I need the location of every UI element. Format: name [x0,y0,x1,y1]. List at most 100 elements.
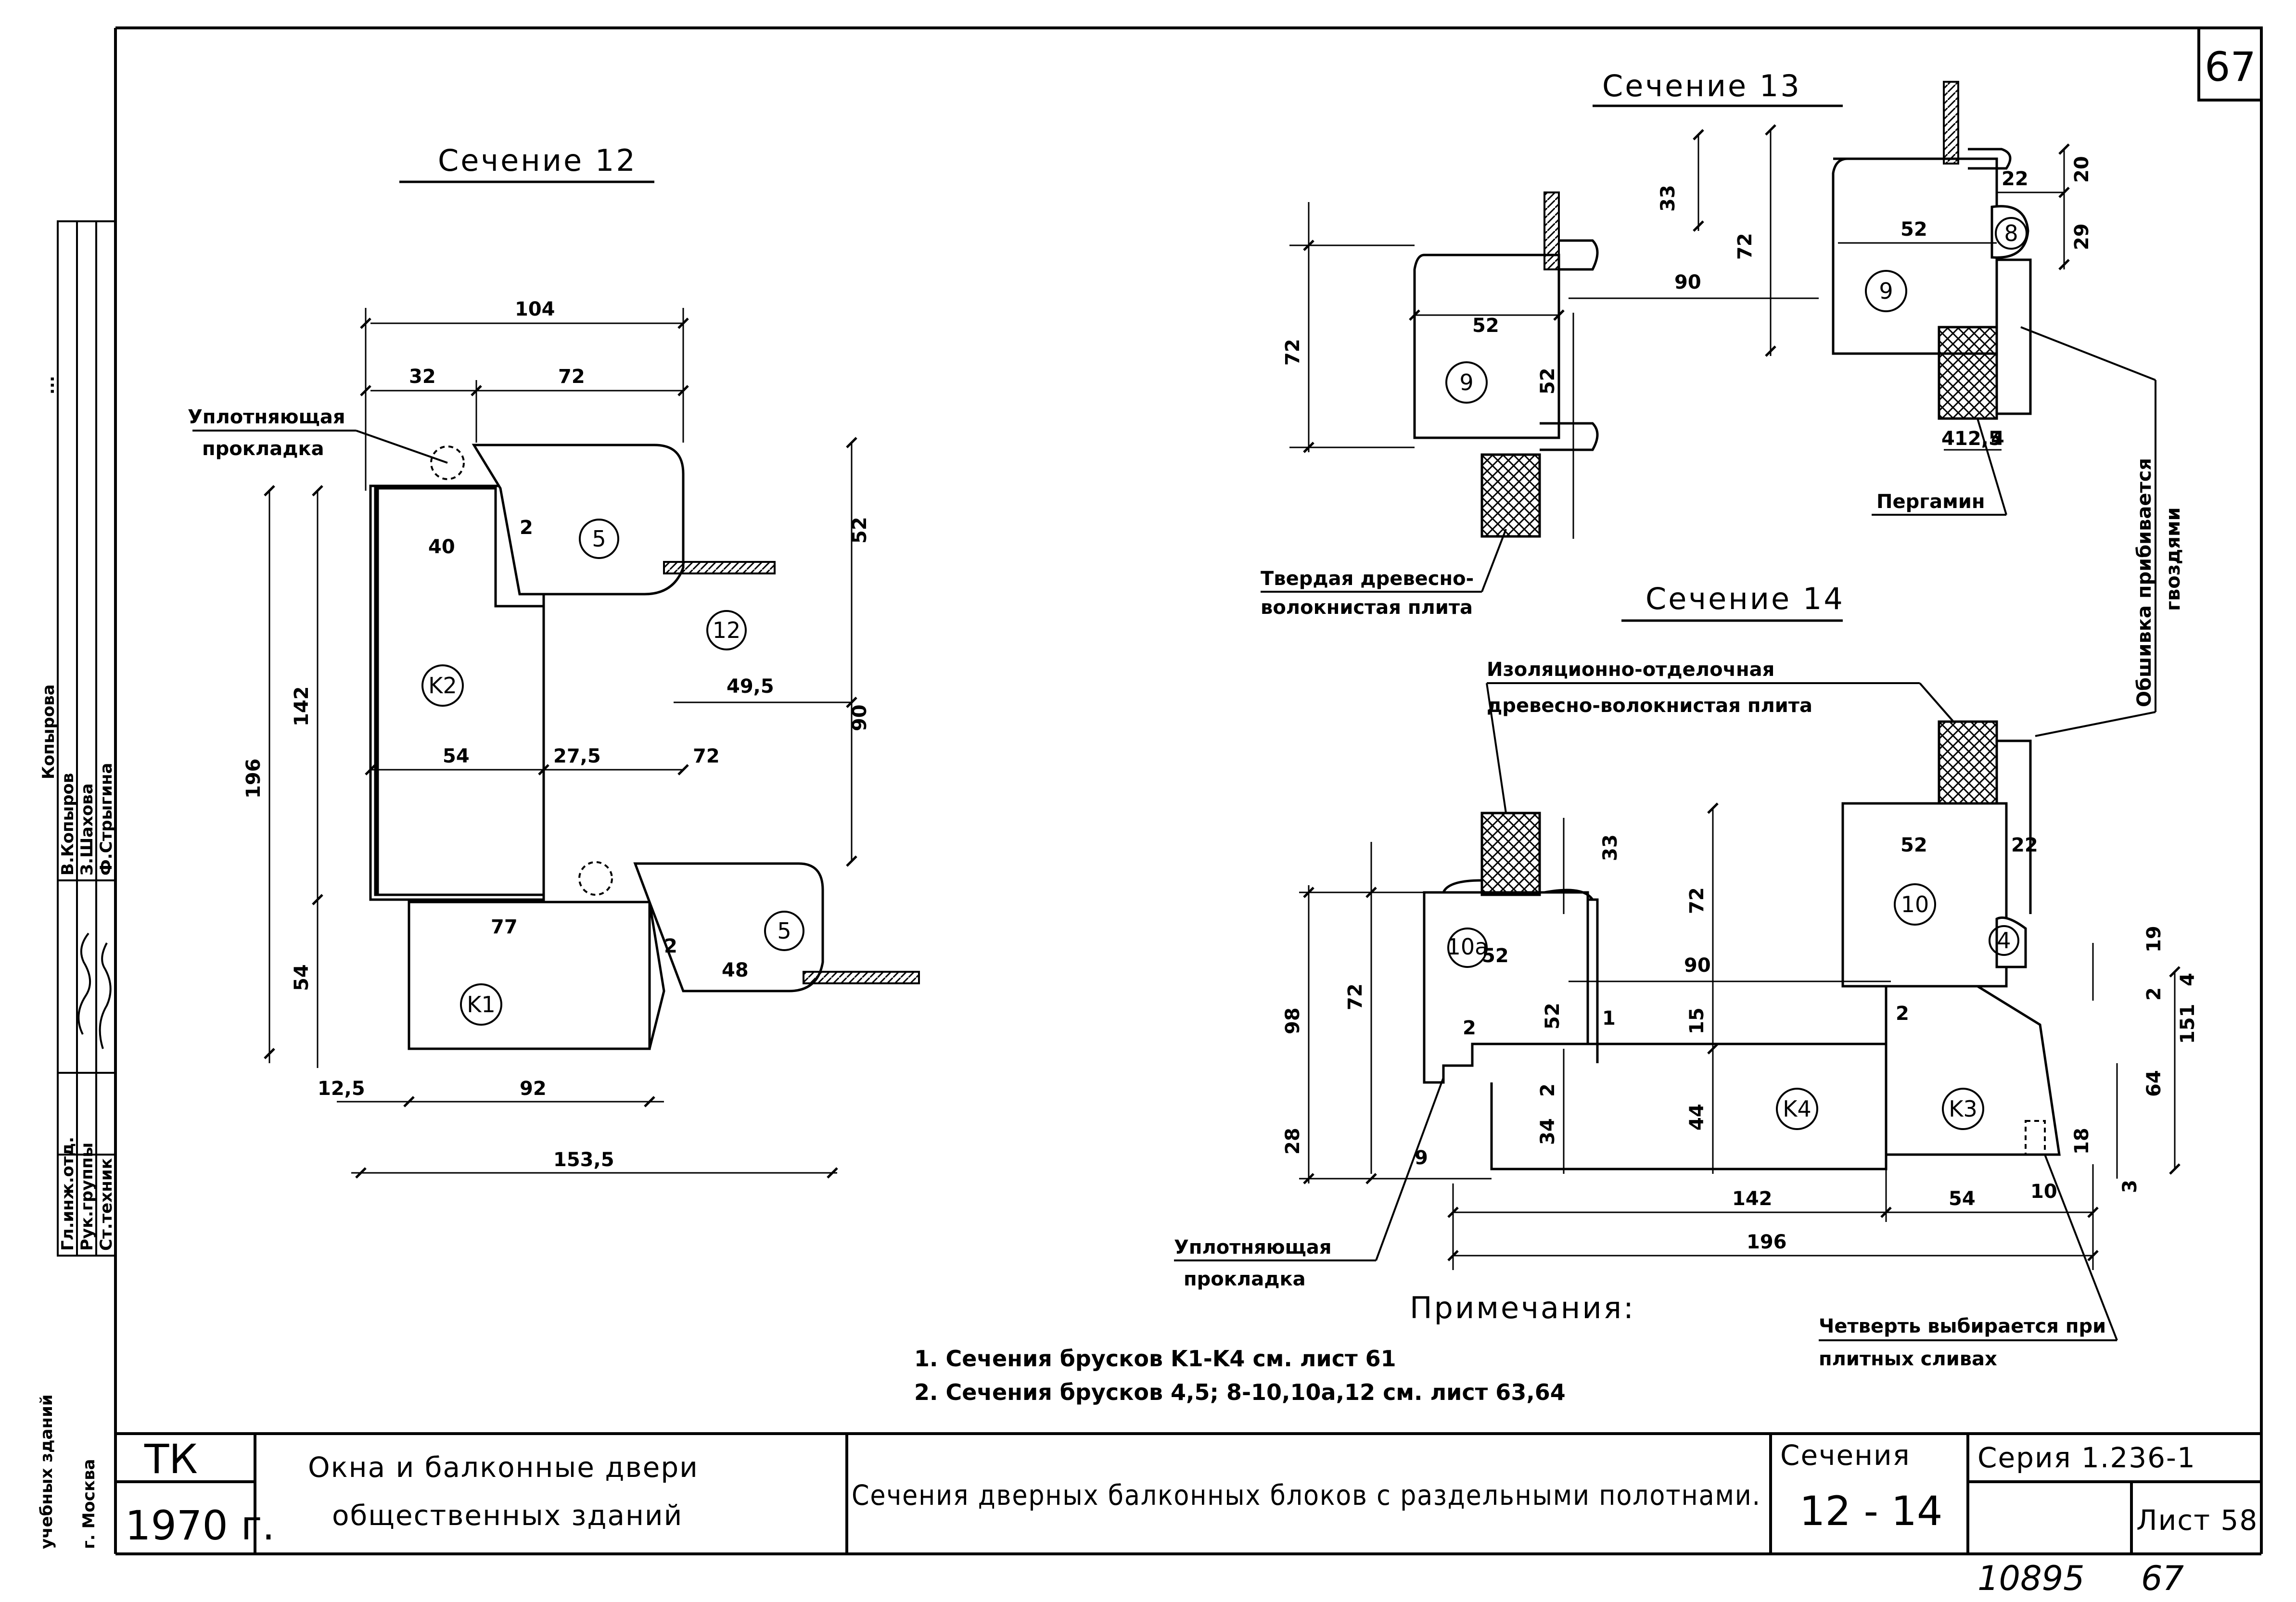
side-name-1: В.Копыров [58,773,77,876]
s13-dim-lines [1289,130,2065,539]
s12-part-k1: K1 [467,992,495,1017]
s14-dim-10: 10 [2030,1181,2057,1203]
s14-profiles [1423,739,2061,1170]
s13-glass-b [1943,81,1959,165]
s13-panel-b [1938,326,1998,420]
s14-part-k4: K4 [1783,1096,1811,1122]
s12-dim-40: 40 [428,536,455,558]
s14-dim-142: 142 [1732,1188,1773,1210]
s12-dim-54v: 54 [291,964,313,991]
s14-dim-2b: 2 [1896,1003,1909,1025]
s12-dim-142: 142 [291,687,313,727]
s14-dim-196: 196 [1747,1231,1787,1253]
s12-dim-48: 48 [722,959,749,981]
s14-dim-19: 19 [2143,926,2165,953]
side-faint-1: ... [39,376,58,394]
footer-page: 67 [2141,1559,2184,1598]
s13-label-pergamin: Пергамин [1876,491,1985,513]
s13-dim-12-5: 12,5 [1954,428,2002,450]
side-role-2: Рук.группы [77,1143,97,1251]
sheet-number-top: 67 [2205,43,2256,90]
s13-title: Сечение 13 [1602,68,1801,103]
s14-panel-b [1938,720,1998,805]
s14-dim-52a: 52 [1901,834,1927,856]
s14-dim-2d: 2 [1537,1083,1559,1097]
s14-dim-28: 28 [1282,1128,1304,1155]
s12-dim-32: 32 [409,366,436,388]
title-block [115,1434,2261,1555]
s12-dim-196: 196 [242,759,265,799]
s13-dim-90: 90 [1674,271,1701,293]
s12-part-5b: 5 [777,918,791,944]
section-13: Сечение 13 [1261,68,2184,737]
s14-dim-72a: 72 [1686,887,1708,914]
s14-dim-22: 22 [2011,834,2038,856]
tb-year: 1970 г. [125,1502,275,1549]
s12-dim-lines [268,308,853,1174]
tb-sheet: Лист 58 [2136,1504,2258,1537]
s14-dim-44: 44 [1686,1104,1708,1131]
s14-dim-3: 3 [2119,1180,2141,1193]
tb-section-label: Сечения [1780,1439,1911,1472]
s13-dim-22: 22 [2002,168,2028,190]
s12-dim-27-5: 27,5 [553,745,601,767]
s12-seal-label-1: Уплотняющая [188,406,345,428]
s14-part-4: 4 [1997,928,2011,954]
s14-part-10: 10 [1901,891,1929,917]
section-14: Сечение 14 [1174,581,2199,1370]
s12-part-markers [421,519,804,1026]
s12-part-k2: K2 [428,673,457,699]
s12-dim-92: 92 [520,1078,547,1100]
s12-part-5a: 5 [592,526,606,552]
s14-label-insulation-2: древесно-волокнистая плита [1487,695,1812,717]
s13-ticks [1303,124,2070,453]
s13-part-9a: 9 [1459,369,1473,395]
side-role-1: Гл.инж.отд. [58,1137,77,1251]
s12-dim-72a: 72 [558,366,585,388]
s13-profiles [1413,148,2032,451]
tb-org: ТК [144,1436,198,1483]
s14-quarter-label-2: плитных сливах [1819,1348,1997,1370]
s12-dim-54h: 54 [443,745,470,767]
s12-dim-90: 90 [849,704,871,731]
s12-dim-2a: 2 [520,517,533,539]
notes: Примечания: 1. Сечения брусков K1-K4 см.… [914,1290,1633,1405]
tb-project-1: Окна и балконные двери [308,1451,699,1484]
s14-quarter-label-1: Четверть выбирается при [1819,1315,2106,1337]
s13-dim-52c: 52 [1901,218,1927,241]
s13-label-fastening-1: Обшивка прибивается [2133,458,2156,707]
s13-dim-72b: 72 [1282,339,1304,366]
s12-dim-104: 104 [515,298,555,320]
s13-panel-a [1480,453,1541,538]
tb-project-2: общественных зданий [332,1499,683,1532]
s13-label-hardboard-2: волокнистая плита [1261,597,1473,619]
s12-dim-153-5: 153,5 [553,1149,614,1171]
s13-dim-4a: 4 [1941,428,1955,450]
s14-dim-151: 151 [2177,1004,2199,1044]
s14-dim-98: 98 [1282,1007,1304,1034]
s14-dim-2c: 2 [2143,987,2165,1001]
s12-glass-bottom [803,971,920,984]
s14-dim-90: 90 [1684,954,1711,977]
footer-archive-no: 10895 [1977,1559,2085,1598]
s13-dim-52a: 52 [1472,315,1499,337]
side-panel [57,220,116,1257]
s12-dim-52: 52 [849,517,871,544]
s13-dim-52b: 52 [1537,368,1559,394]
tb-drawing-title: Сечения дверных балконных блоков с разде… [852,1479,1761,1512]
s12-seal-2 [578,861,613,896]
s14-panel-a [1480,812,1541,896]
tb-section-range: 12 - 14 [1799,1488,1943,1535]
s12-ticks [264,318,857,1179]
signatures [77,932,112,1049]
s14-seal-label-2: прокладка [1184,1268,1306,1290]
s14-quarter-marker [2025,1120,2046,1156]
s14-ticks [1303,802,2181,1261]
s13-dim-33: 33 [1657,185,1679,212]
notes-item-2: 2. Сечения брусков 4,5; 8-10,10а,12 см. … [914,1379,1566,1405]
s14-dim-64: 64 [2143,1070,2165,1097]
s13-label-hardboard-1: Твердая древесно- [1261,568,1474,590]
side-name-3: Ф.Стрыгина [97,763,116,876]
side-role-3: Ст.техник [97,1158,116,1251]
